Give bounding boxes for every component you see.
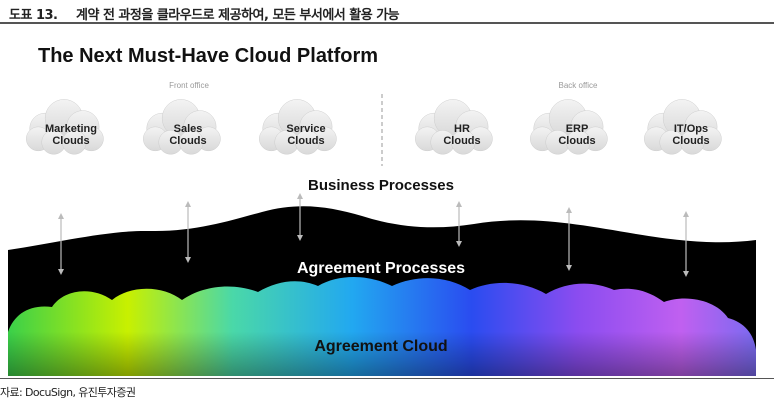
agreement-cloud-label: Agreement Cloud bbox=[314, 338, 447, 355]
cloud-marketing-line1: Marketing bbox=[45, 123, 97, 135]
cloud-service-line2: Clouds bbox=[287, 135, 324, 147]
agreement-cloud-shade bbox=[8, 277, 756, 376]
figure-number: 도표 13. bbox=[9, 8, 58, 23]
cloud-itops-line1: IT/Ops bbox=[674, 123, 708, 135]
figure-title: 계약 전 과정을 클라우드로 제공하여, 모든 부서에서 활용 가능 bbox=[76, 8, 400, 23]
cloud-service-line1: Service bbox=[286, 123, 325, 135]
process-arrows bbox=[58, 193, 689, 277]
cloud-hr: HR Clouds bbox=[414, 98, 493, 155]
cloud-platform-diagram: The Next Must-Have Cloud Platform Front … bbox=[8, 45, 756, 376]
diagram-heading: The Next Must-Have Cloud Platform bbox=[38, 45, 378, 67]
agreement-processes-label: Agreement Processes bbox=[297, 260, 465, 277]
cloud-service: Service Clouds bbox=[258, 98, 337, 155]
cloud-hr-line1: HR bbox=[454, 123, 470, 135]
cloud-sales: Sales Clouds bbox=[142, 98, 221, 155]
cloud-sales-line2: Clouds bbox=[169, 135, 206, 147]
cloud-sales-line1: Sales bbox=[174, 123, 203, 135]
cloud-itops-line2: Clouds bbox=[672, 135, 709, 147]
source-footer: 자료: DocuSign, 유진투자증권 bbox=[0, 378, 774, 402]
source-text: 자료: DocuSign, 유진투자증권 bbox=[0, 386, 136, 399]
cloud-marketing-line2: Clouds bbox=[52, 135, 89, 147]
cloud-marketing: Marketing Clouds bbox=[25, 98, 104, 155]
back-office-label: Back office bbox=[559, 81, 599, 90]
cloud-itops: IT/Ops Clouds bbox=[643, 98, 722, 155]
cloud-erp-line2: Clouds bbox=[558, 135, 595, 147]
cloud-hr-line2: Clouds bbox=[443, 135, 480, 147]
business-processes-label: Business Processes bbox=[308, 177, 454, 194]
cloud-erp-line1: ERP bbox=[566, 123, 589, 135]
figure-header: 도표 13. 계약 전 과정을 클라우드로 제공하여, 모든 부서에서 활용 가… bbox=[0, 0, 774, 24]
front-office-label: Front office bbox=[169, 81, 209, 90]
cloud-erp: ERP Clouds bbox=[529, 98, 608, 155]
